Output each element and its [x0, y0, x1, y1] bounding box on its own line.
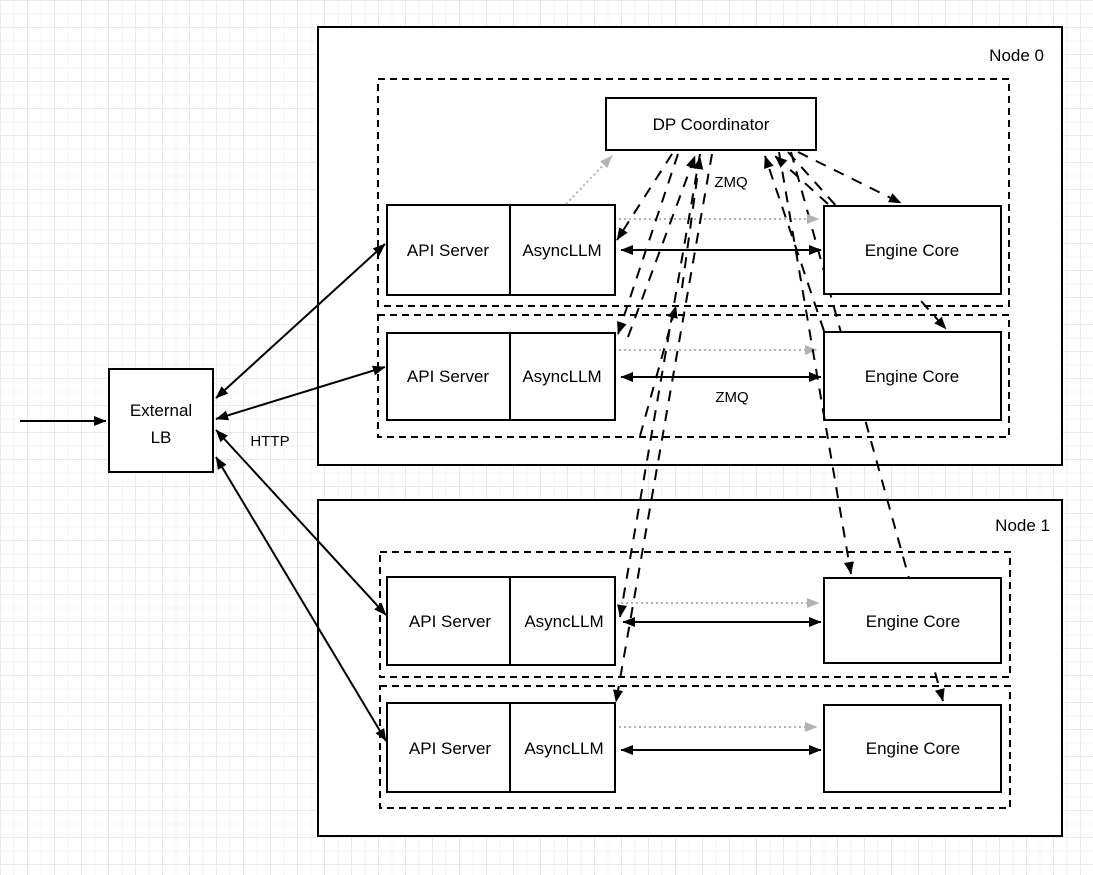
- asyncllm-label-row1: AsyncLLM: [522, 241, 601, 260]
- api-server-label-row2: API Server: [407, 367, 490, 386]
- rank-group-0: [377, 78, 1010, 307]
- rank-group-2: [379, 551, 1011, 678]
- rank-group-3: [379, 685, 1011, 809]
- engine-core-box-row2: [823, 331, 1002, 421]
- engine-core-label-row4: Engine Core: [866, 739, 961, 758]
- external-lb-box: [108, 368, 214, 473]
- api-server-label-row1: API Server: [407, 241, 490, 260]
- engine-core-label-row1: Engine Core: [865, 241, 960, 260]
- dp-coordinator-box: [605, 97, 817, 151]
- api-server-asyncllm-box-row1: [386, 204, 616, 296]
- dashed-link-up-to-rank0-group: [639, 305, 678, 437]
- engine-core-box-row3: [823, 577, 1002, 664]
- dashed-link-coordinator-to-async4: [613, 153, 713, 703]
- dp-coordinator-label: DP Coordinator: [653, 115, 770, 134]
- dotted-link-async1-coordinator: [565, 155, 613, 205]
- external-lb-label-line1: External: [130, 401, 192, 420]
- asyncllm-label-row2: AsyncLLM: [522, 367, 601, 386]
- dashed-link-async2-to-coordinator: [627, 155, 696, 338]
- engine-core-box-row4: [823, 704, 1002, 793]
- dashed-link-coordinator-to-engine4: [790, 151, 945, 702]
- zmq-engine-edge-label: ZMQ: [715, 389, 748, 406]
- dashed-link-engine2-to-coordinator: [764, 155, 825, 332]
- dashed-link-up-to-coordinator: [681, 156, 704, 289]
- engine-core-box-row1: [823, 205, 1002, 295]
- api-server-asyncllm-box-row2: [386, 332, 616, 421]
- api-server-label-row4: API Server: [409, 739, 492, 758]
- engine-core-label-row3: Engine Core: [866, 612, 961, 631]
- external-lb-label-line2: LB: [151, 428, 172, 447]
- api-server-asyncllm-box-row3: [386, 576, 616, 666]
- node0-label: Node 0: [989, 46, 1044, 65]
- api-server-label-row3: API Server: [409, 612, 492, 631]
- asyncllm-label-row3: AsyncLLM: [524, 612, 603, 631]
- node1-label: Node 1: [995, 516, 1050, 535]
- engine-core-label-row2: Engine Core: [865, 367, 960, 386]
- arrow-http-lb-api4: [215, 456, 387, 742]
- dashed-link-coordinator-to-async1: [616, 153, 673, 241]
- api-server-asyncllm-box-row4: [386, 702, 616, 793]
- asyncllm-label-row4: AsyncLLM: [524, 739, 603, 758]
- http-edge-label: HTTP: [250, 433, 289, 450]
- zmq-coordinator-edge-label: ZMQ: [714, 174, 747, 191]
- arrow-http-lb-api2: [215, 365, 386, 421]
